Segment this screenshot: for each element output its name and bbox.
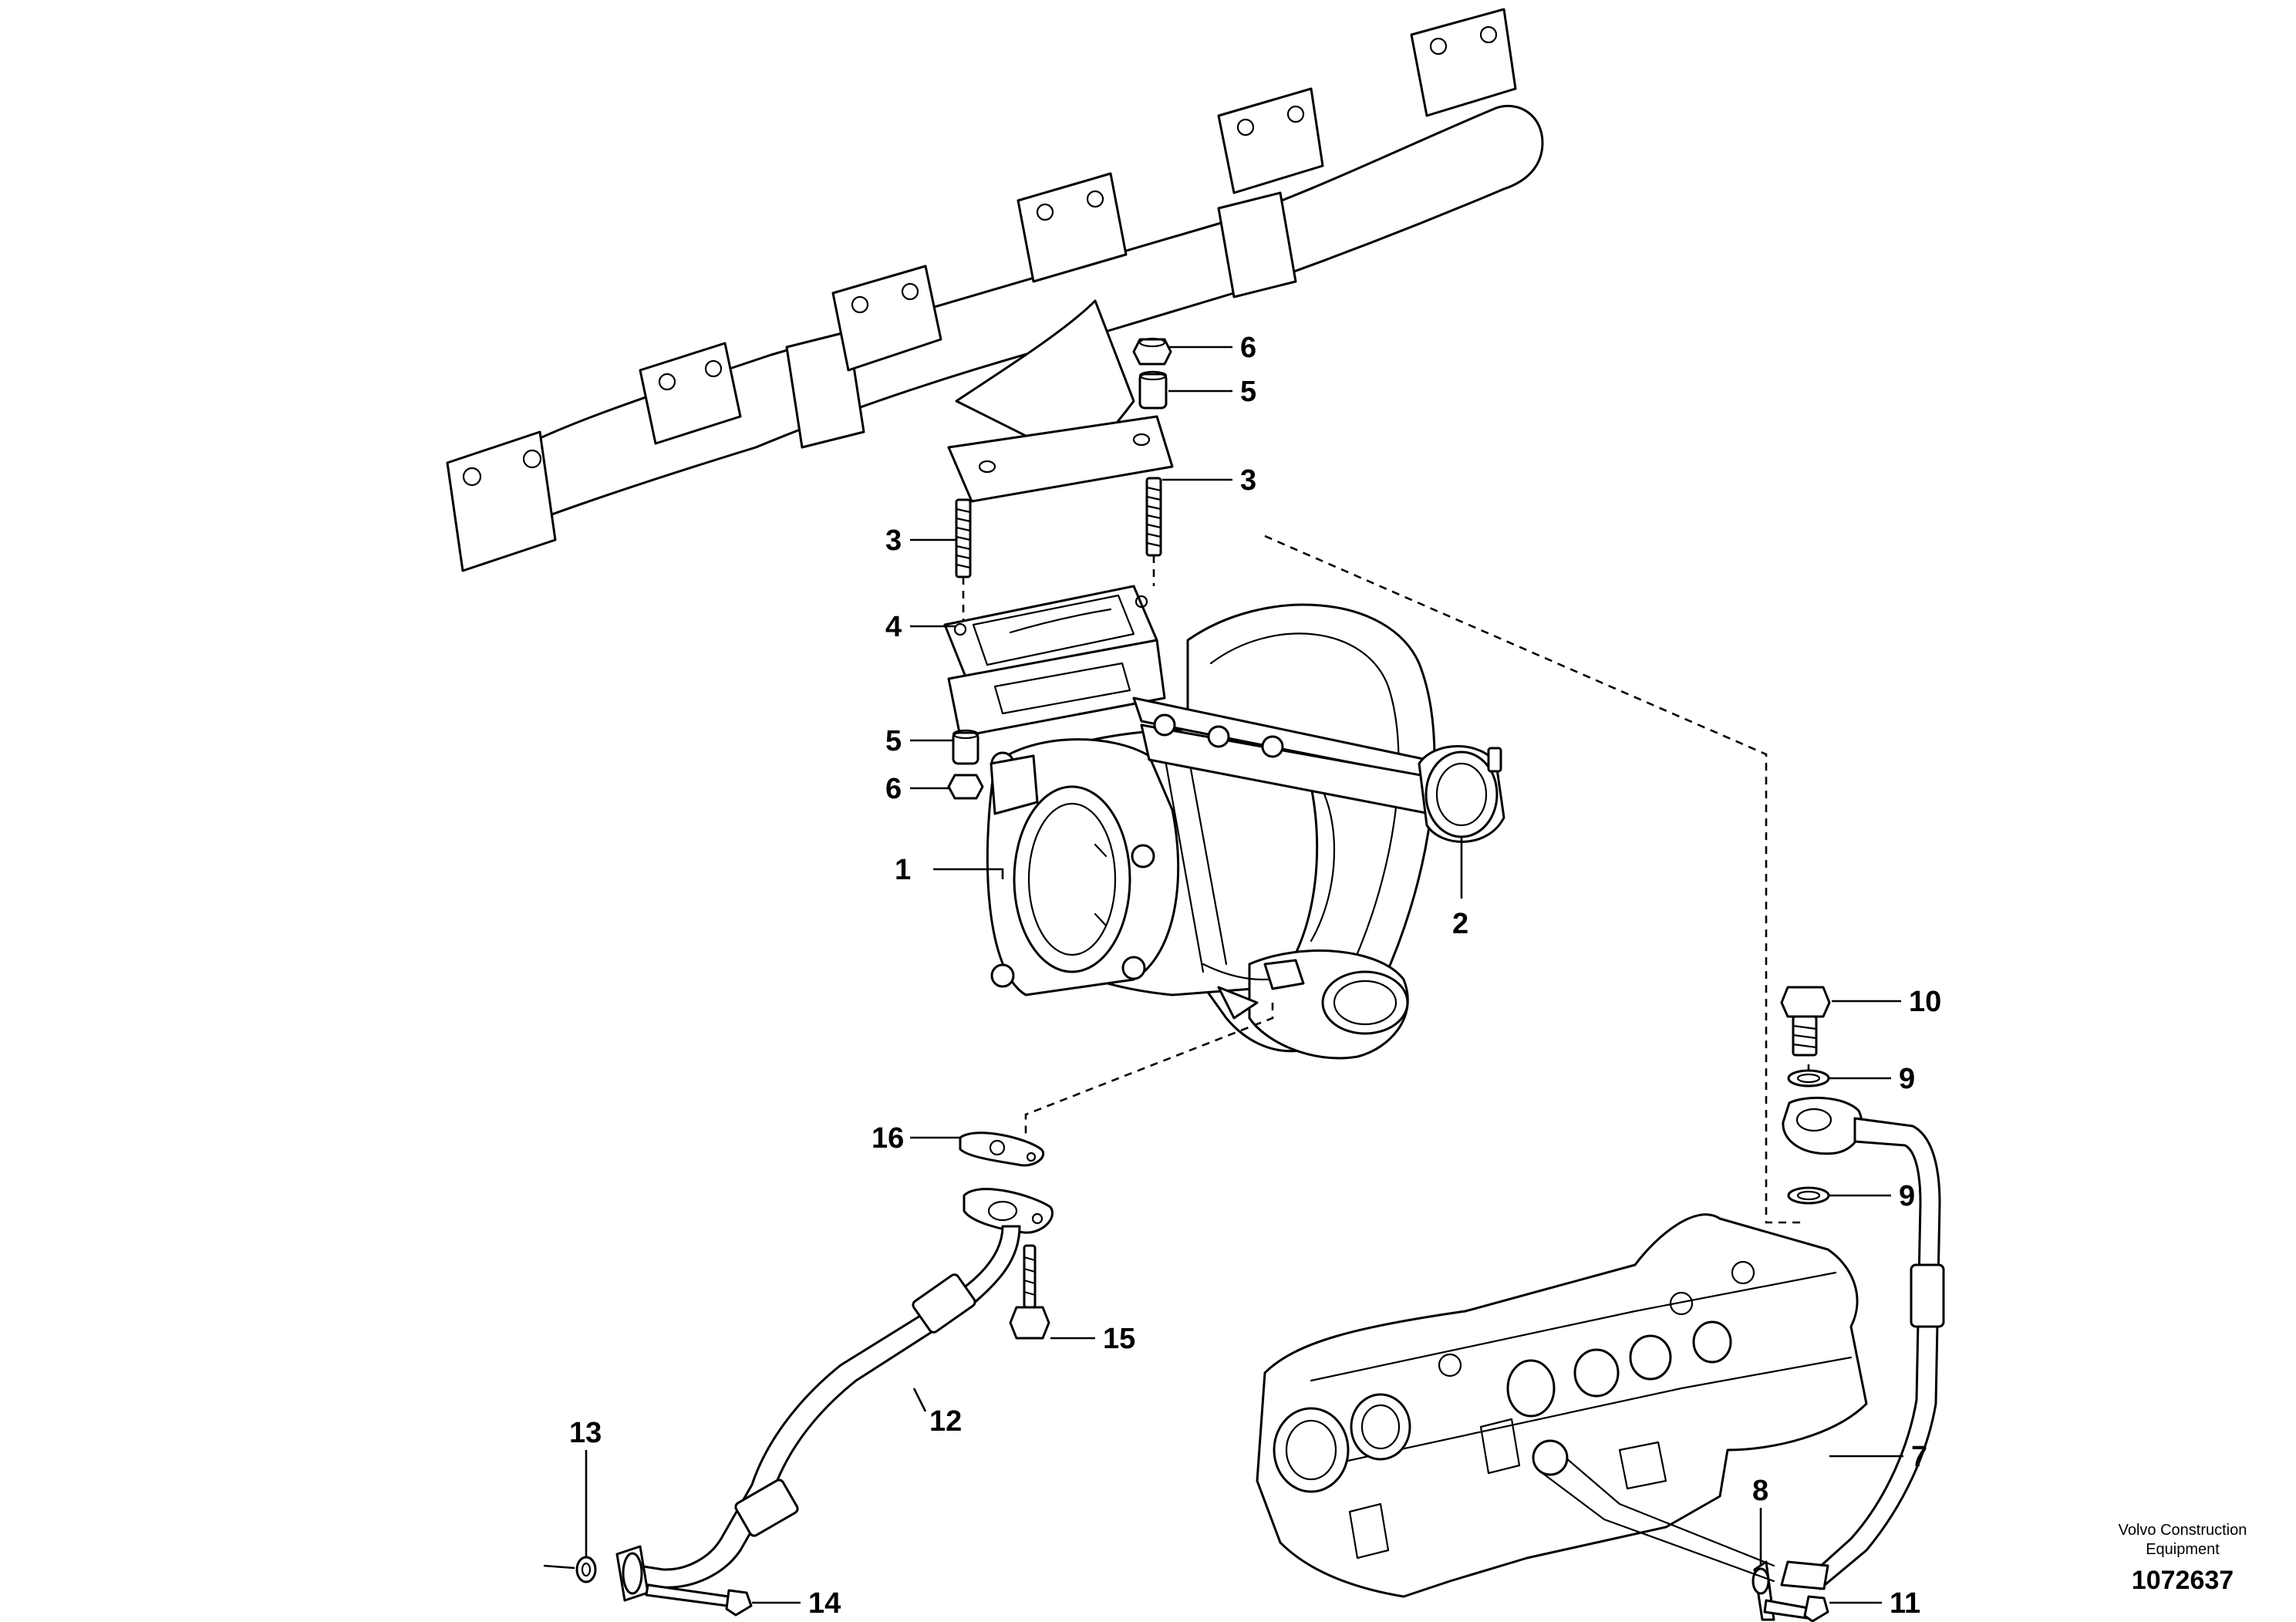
nut-bottom xyxy=(947,774,984,800)
callout-9-lower: 9 xyxy=(1899,1180,1915,1212)
oil-return-pipe xyxy=(615,1225,1021,1602)
stud-left xyxy=(955,498,972,578)
screw-right xyxy=(1763,1595,1829,1622)
oil-return-flange xyxy=(963,1188,1054,1234)
callout-9-upper: 9 xyxy=(1899,1063,1915,1095)
wastegate-actuator xyxy=(1132,696,1505,1020)
washer-left xyxy=(575,1556,597,1583)
callout-2: 2 xyxy=(1452,908,1468,940)
callout-6-top: 6 xyxy=(1240,332,1256,364)
callout-14: 14 xyxy=(808,1587,841,1620)
exhaust-manifold xyxy=(446,8,1544,572)
oil-feed-pipe xyxy=(1780,1097,1945,1590)
flange-screw xyxy=(1009,1244,1050,1340)
spacer-bottom xyxy=(952,729,979,765)
nut-top xyxy=(1132,337,1172,366)
spacer-top xyxy=(1138,370,1168,410)
callout-3-right: 3 xyxy=(1240,464,1256,497)
callout-12: 12 xyxy=(929,1405,962,1438)
sealing-washer-upper xyxy=(1787,1069,1830,1088)
stud-right xyxy=(1145,477,1162,557)
company-name-line2: Equipment xyxy=(2146,1541,2220,1558)
callout-16: 16 xyxy=(872,1122,904,1155)
callout-leaders xyxy=(543,346,1903,1604)
sealing-washer-lower xyxy=(1787,1186,1830,1205)
callout-7: 7 xyxy=(1911,1441,1927,1473)
callout-4: 4 xyxy=(885,611,902,643)
callout-6-bottom: 6 xyxy=(885,773,902,805)
banjo-bolt xyxy=(1780,986,1831,1057)
callout-5-top: 5 xyxy=(1240,376,1256,408)
callout-numbers: 6 5 3 3 4 5 6 1 2 10 9 9 7 8 11 16 15 12… xyxy=(569,332,1941,1620)
callout-10: 10 xyxy=(1909,986,1941,1018)
assembly-guide-lines xyxy=(962,534,1810,1224)
callout-15: 15 xyxy=(1103,1323,1135,1355)
turbocharger xyxy=(947,603,1436,1060)
callout-1: 1 xyxy=(895,854,911,886)
engine-oil-housing xyxy=(1256,1213,1868,1598)
company-name-line1: Volvo Construction xyxy=(2119,1522,2247,1539)
screw-left xyxy=(645,1583,753,1617)
document-number: 1072637 xyxy=(2132,1566,2234,1595)
gasket xyxy=(943,585,1158,684)
callout-13: 13 xyxy=(569,1417,602,1449)
callout-8: 8 xyxy=(1752,1475,1768,1507)
footer: Volvo Construction Equipment 1072637 xyxy=(2119,1522,2247,1595)
callout-5-bottom: 5 xyxy=(885,725,902,757)
callout-3-left: 3 xyxy=(885,524,902,557)
callout-11: 11 xyxy=(1890,1587,1920,1620)
oil-return-gasket xyxy=(959,1131,1044,1167)
